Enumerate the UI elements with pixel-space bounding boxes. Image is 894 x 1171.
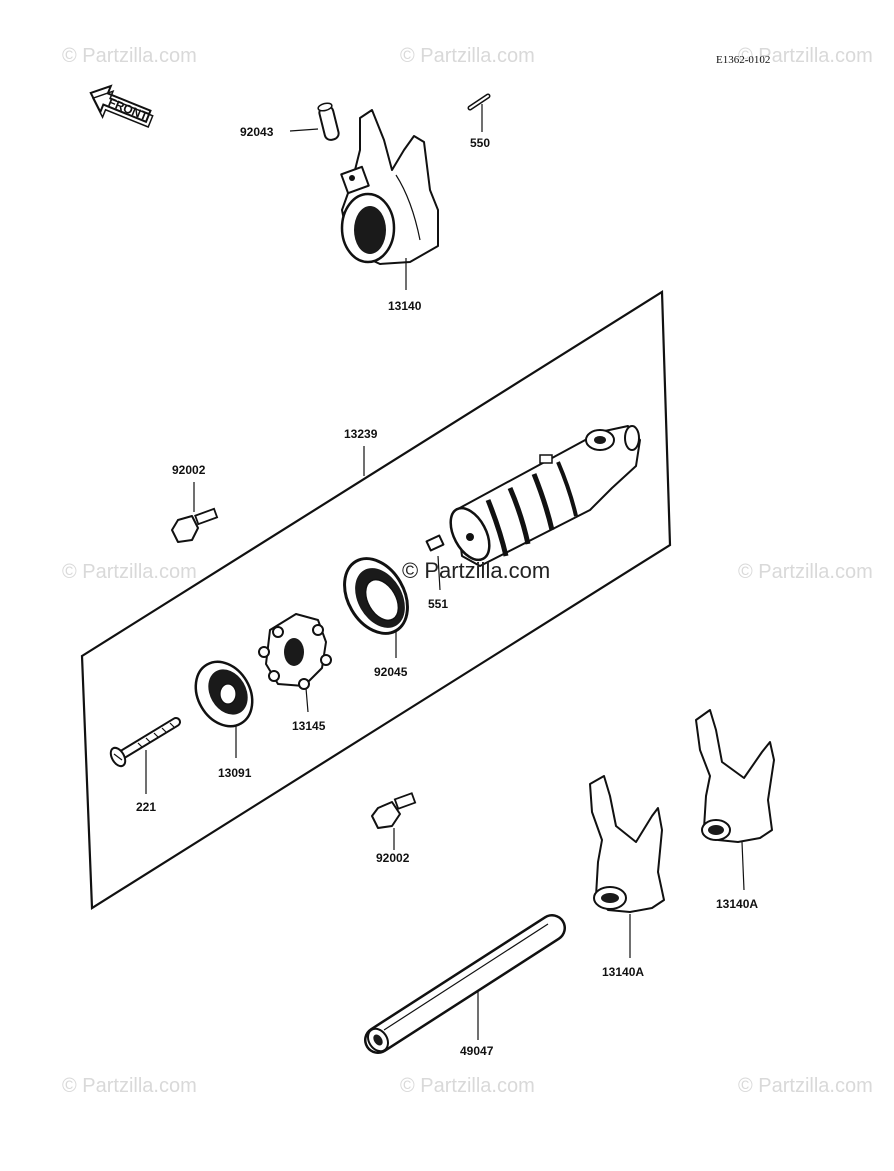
part-49047-shaft [364, 914, 566, 1054]
watermark-6: © Partzilla.com [62, 1075, 197, 1097]
label-13140A-right: 13140A [716, 897, 758, 911]
part-92002-bolt-lower [371, 792, 417, 850]
label-13140: 13140 [388, 299, 422, 313]
part-551-pin [425, 534, 445, 591]
watermark-5: © Partzilla.com [738, 561, 873, 583]
part-92043-pin [289, 102, 340, 141]
watermark-1: © Partzilla.com [62, 45, 197, 67]
label-13239: 13239 [344, 427, 378, 441]
label-551: 551 [428, 597, 448, 611]
label-13140A-center: 13140A [602, 965, 644, 979]
label-92002-upper: 92002 [172, 463, 206, 477]
label-13145: 13145 [292, 719, 326, 733]
part-13091-cam-plate [194, 660, 254, 758]
label-13091: 13091 [218, 766, 252, 780]
watermark-7: © Partzilla.com [400, 1075, 535, 1097]
part-13140A-fork-right [695, 709, 775, 891]
part-13239-shift-drum [449, 425, 641, 567]
label-92043: 92043 [240, 125, 274, 139]
label-49047: 49047 [460, 1044, 494, 1058]
part-92002-bolt-upper [171, 507, 219, 543]
label-221: 221 [136, 800, 156, 814]
label-92002-lower: 92002 [376, 851, 410, 865]
part-221-screw [109, 717, 181, 794]
label-92045: 92045 [374, 665, 408, 679]
watermarks: © Partzilla.com © Partzilla.com © Partzi… [62, 45, 873, 1097]
watermark-8: © Partzilla.com [738, 1075, 873, 1097]
diagram-code: E1362-0102 [716, 54, 770, 66]
part-550-pin [467, 93, 491, 132]
front-arrow-icon: FRONT [89, 84, 154, 128]
label-550: 550 [470, 136, 490, 150]
part-13140-shift-fork [340, 109, 439, 290]
part-13140A-fork-center [589, 775, 665, 958]
watermark-3: © Partzilla.com [738, 45, 873, 67]
assembly-frame [80, 290, 672, 910]
part-13145-holder [258, 613, 332, 713]
part-92045-bearing [343, 557, 409, 658]
watermark-center: © Partzilla.com [402, 558, 550, 583]
watermark-2: © Partzilla.com [400, 45, 535, 67]
watermark-4: © Partzilla.com [62, 561, 197, 583]
